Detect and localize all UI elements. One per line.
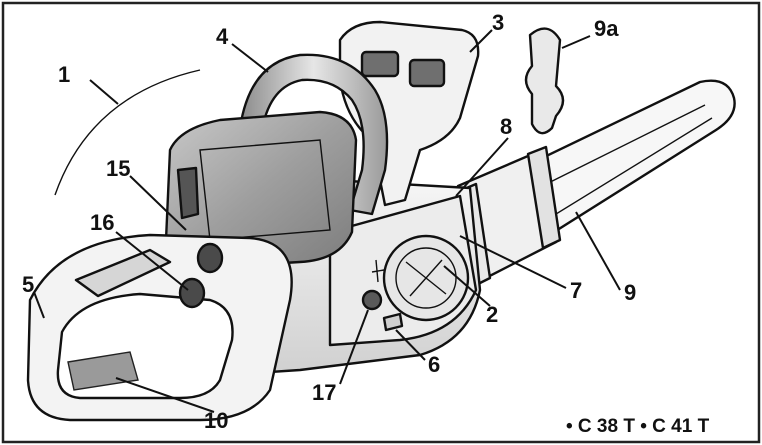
callout-6: 6 [428, 352, 440, 377]
clutch-drum-ring [395, 247, 457, 309]
throttle-lockout [74, 248, 172, 298]
engine-cover-panel [199, 139, 331, 241]
callout-17: 17 [312, 380, 336, 405]
callout-8: 8 [500, 114, 512, 139]
callout-2: 2 [486, 302, 498, 327]
callout-9a: 9a [594, 16, 619, 41]
bar-cover-clip [526, 145, 562, 250]
leader-lines [33, 29, 621, 413]
oil-cap [382, 312, 404, 332]
cover-latch [176, 166, 200, 220]
callout-10: 10 [204, 408, 228, 433]
adjust-screw [361, 289, 383, 311]
hand-guard-slot-2 [408, 58, 446, 88]
callout-16: 16 [90, 210, 114, 235]
callout-9: 9 [624, 280, 636, 305]
arc-line [54, 69, 201, 196]
choke-knob [196, 242, 224, 274]
primer-knob [178, 277, 206, 309]
callout-5: 5 [22, 272, 34, 297]
callout-15: 15 [106, 156, 130, 181]
model-label: • C 38 T • C 41 T [566, 416, 710, 437]
callout-4: 4 [216, 24, 229, 49]
callout-3: 3 [492, 10, 504, 35]
callout-7: 7 [570, 278, 582, 303]
hand-guard-slot-1 [360, 50, 400, 78]
callout-1: 1 [58, 62, 70, 87]
direction-arrow-marks [371, 259, 385, 283]
front-handle [238, 53, 389, 216]
clutch-drum-marks [405, 259, 447, 297]
chain-guard-9a [524, 27, 565, 135]
